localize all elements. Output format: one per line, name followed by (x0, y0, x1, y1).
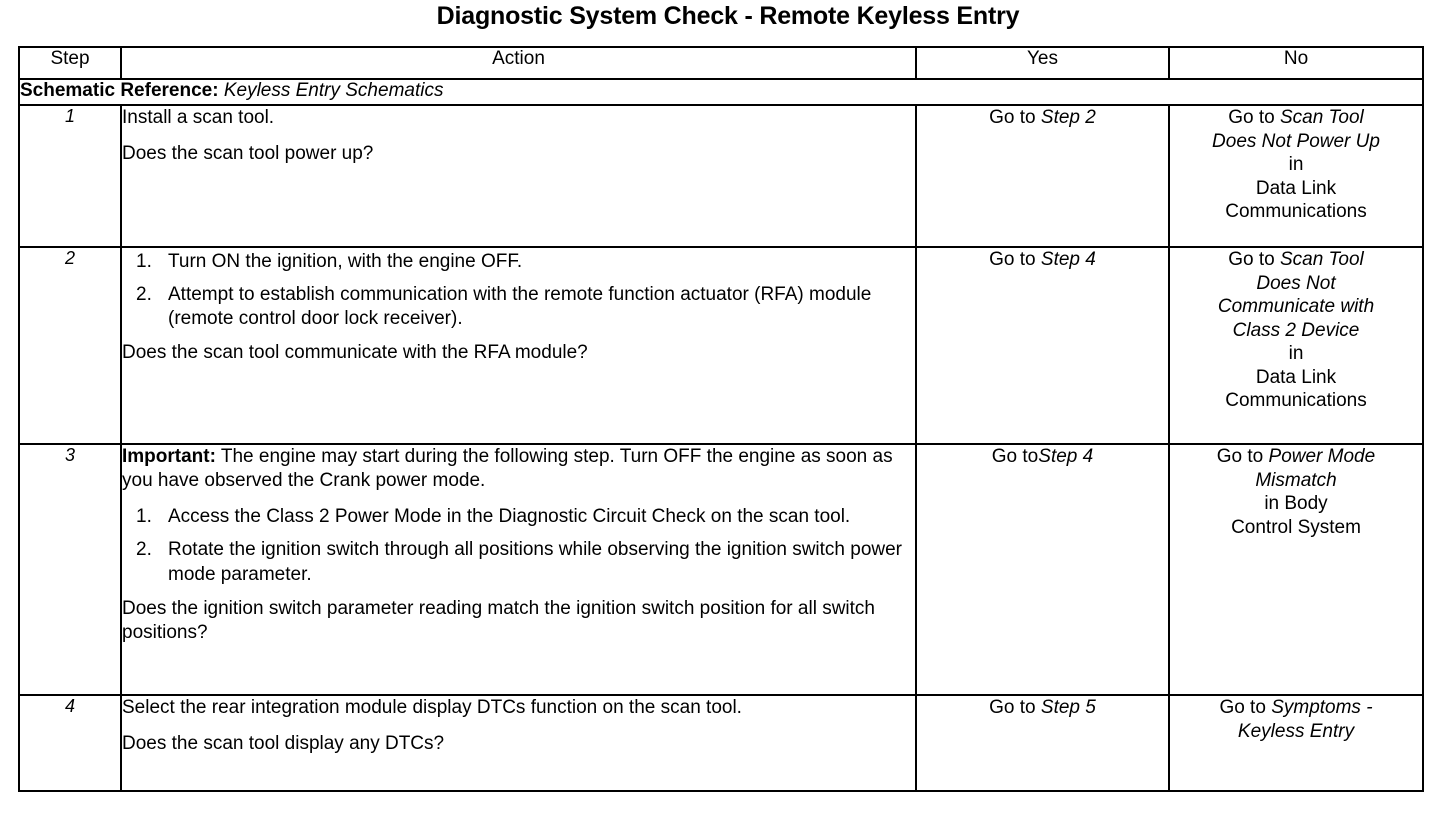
yes-branch-cell: Go toStep 4 (915, 443, 1170, 696)
no-branch-target-line1: Symptoms - (1271, 697, 1373, 718)
action-cell: Select the rear integration module displ… (120, 694, 917, 792)
list-item: Turn ON the ignition, with the engine OF… (136, 250, 523, 274)
action-cell: Install a scan tool. Does the scan tool … (120, 104, 917, 248)
no-branch-in: in (1288, 154, 1304, 176)
action-question: Does the scan tool communicate with the … (122, 342, 588, 364)
yes-branch-prefix: Go to (989, 249, 1041, 270)
table-row: 2 Turn ON the ignition, with the engine … (18, 246, 1424, 445)
important-label: Important: (122, 446, 216, 467)
no-branch-cell: Go to Symptoms - Keyless Entry (1168, 694, 1424, 792)
no-branch-prefix: Go to (1228, 249, 1280, 270)
schematic-reference-label: Schematic Reference: (20, 80, 219, 101)
step-number: 4 (18, 694, 122, 792)
action-paragraph: Install a scan tool. (122, 107, 275, 128)
table-row: 1 Install a scan tool. Does the scan too… (18, 104, 1424, 248)
step-number: 3 (18, 443, 122, 696)
action-cell: Important: The engine may start during t… (120, 443, 917, 696)
no-branch-section-line2: Communications (1225, 201, 1367, 223)
schematic-reference-row: Schematic Reference: Keyless Entry Schem… (18, 78, 1424, 106)
yes-branch-cell: Go to Step 2 (915, 104, 1170, 248)
action-important-note: Important: The engine may start during t… (122, 445, 915, 493)
no-branch-target-line2: Does Not (1256, 272, 1336, 294)
action-question: Does the scan tool power up? (122, 143, 374, 165)
no-branch-prefix: Go to (1216, 446, 1269, 467)
yes-branch-target: Step 5 (1040, 697, 1096, 718)
yes-branch-target: Step 4 (1040, 249, 1096, 270)
page-title: Diagnostic System Check - Remote Keyless… (436, 2, 1020, 30)
no-branch-in: in (1288, 343, 1304, 365)
yes-branch-prefix: Go to (991, 446, 1039, 467)
yes-branch-prefix: Go to (989, 107, 1041, 128)
action-question: Does the scan tool display any DTCs? (122, 733, 445, 755)
no-branch-cell: Go to Power Mode Mismatch in Body Contro… (1168, 443, 1424, 696)
no-branch-section-line2: Communications (1225, 390, 1367, 412)
no-branch-target-line2: Mismatch (1255, 469, 1337, 491)
important-text: The engine may start during the followin… (122, 446, 893, 492)
no-branch-section-line1: Data Link (1255, 177, 1337, 199)
schematic-reference-value: Keyless Entry Schematics (223, 80, 444, 101)
no-branch-target-line4: Class 2 Device (1232, 319, 1360, 341)
yes-branch-cell: Go to Step 5 (915, 694, 1170, 792)
action-step-list: Access the Class 2 Power Mode in the Dia… (122, 505, 915, 586)
action-step-list: Turn ON the ignition, with the engine OF… (122, 250, 915, 331)
no-branch-cell: Go to Scan Tool Does Not Communicate wit… (1168, 246, 1424, 445)
column-header-step: Step (18, 46, 122, 80)
column-header-action: Action (120, 46, 917, 80)
yes-branch-target: Step 2 (1040, 107, 1096, 128)
action-question: Does the ignition switch parameter readi… (122, 597, 875, 643)
no-branch-section-line1: Data Link (1255, 366, 1337, 388)
table-header-row: Step Action Yes No (18, 46, 1424, 80)
no-branch-section-line1: Control System (1231, 516, 1361, 538)
table-row: 3 Important: The engine may start during… (18, 443, 1424, 696)
yes-branch-cell: Go to Step 4 (915, 246, 1170, 445)
step-number: 2 (18, 246, 122, 445)
list-item: Access the Class 2 Power Mode in the Dia… (136, 505, 851, 529)
no-branch-target-line1: Scan Tool (1279, 107, 1364, 128)
no-branch-target-line2: Keyless Entry (1237, 720, 1355, 742)
schematic-reference-cell: Schematic Reference: Keyless Entry Schem… (18, 78, 1424, 106)
table-row: 4 Select the rear integration module dis… (18, 694, 1424, 792)
no-branch-target-line2: Does Not Power Up (1212, 130, 1380, 152)
no-branch-target-line1: Power Mode (1268, 446, 1376, 467)
list-item: Rotate the ignition switch through all p… (136, 538, 903, 585)
yes-branch-target: Step 4 (1038, 446, 1094, 467)
no-branch-target-line3: Communicate with (1217, 296, 1375, 318)
step-number: 1 (18, 104, 122, 248)
yes-branch-prefix: Go to (989, 697, 1041, 718)
no-branch-target-line1: Scan Tool (1279, 249, 1364, 270)
no-branch-prefix: Go to (1228, 107, 1280, 128)
no-branch-in: in Body (1264, 493, 1328, 515)
no-branch-cell: Go to Scan Tool Does Not Power Up in Dat… (1168, 104, 1424, 248)
list-item: Attempt to establish communication with … (136, 283, 872, 330)
no-branch-prefix: Go to (1219, 697, 1272, 718)
action-cell: Turn ON the ignition, with the engine OF… (120, 246, 917, 445)
diagnostic-table: Step Action Yes No Schematic Reference: … (18, 46, 1424, 792)
column-header-no: No (1168, 46, 1424, 80)
action-paragraph: Select the rear integration module displ… (122, 697, 742, 718)
column-header-yes: Yes (915, 46, 1170, 80)
